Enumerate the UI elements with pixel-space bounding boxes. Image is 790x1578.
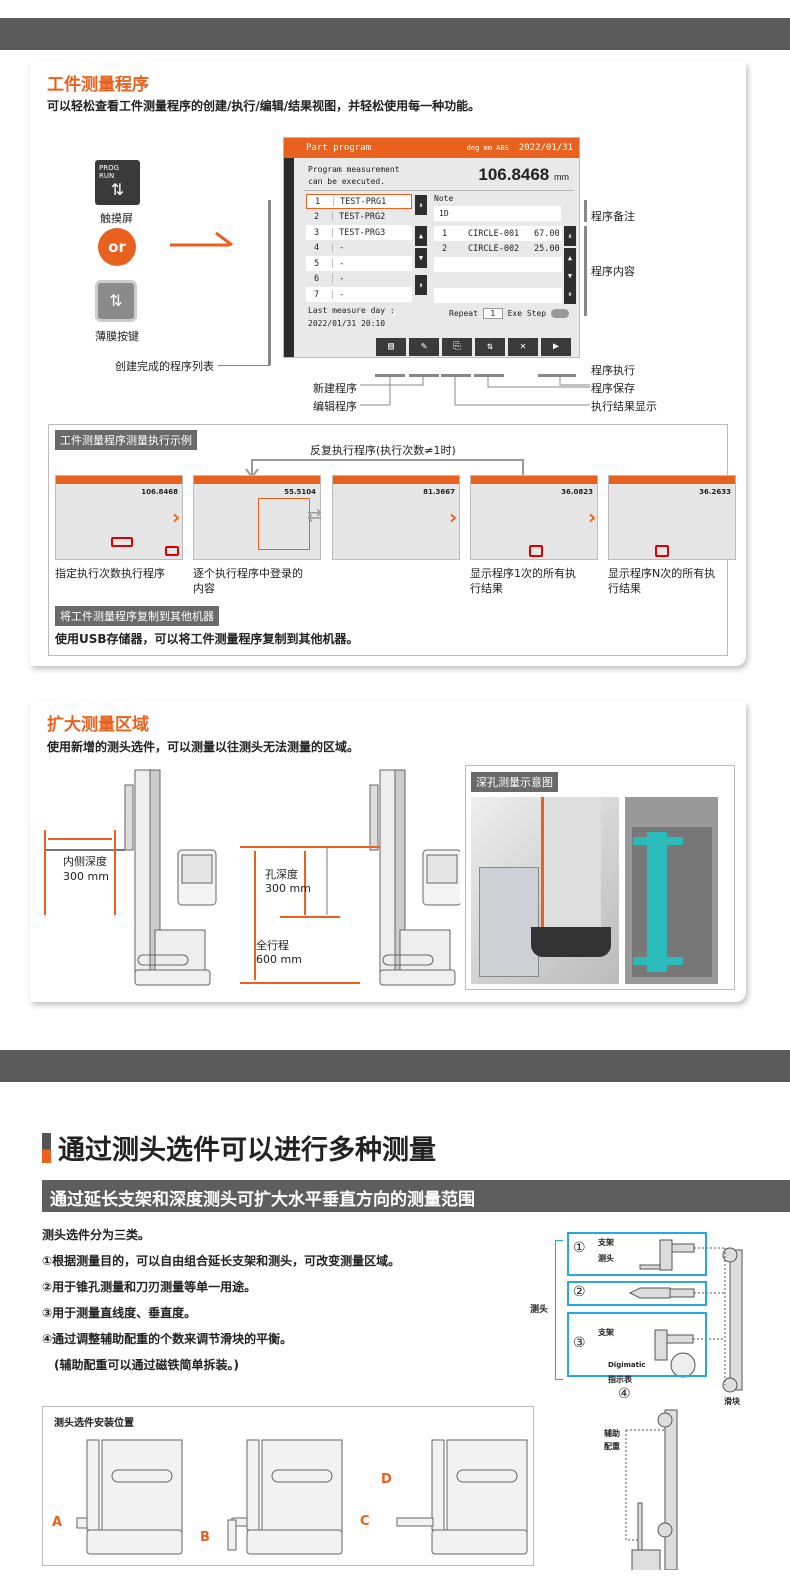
option-1-box bbox=[567, 1232, 707, 1276]
inner-depth-label: 内侧深度 bbox=[63, 855, 107, 868]
section-subtitle: 可以轻松查看工件测量程序的创建/执行/编辑/结果视图，并轻松使用每一种功能。 bbox=[47, 99, 481, 113]
copy-label: 将工件测量程序复制到其他机器 bbox=[55, 606, 219, 626]
screen-date: 2022/01/31 bbox=[518, 143, 573, 153]
thumb-result-n: 36.2633 bbox=[608, 475, 736, 560]
section2-subtitle: 使用新增的测头选件，可以测量以往测头无法测量的区域。 bbox=[47, 740, 360, 754]
hole-depth-value: 300 mm bbox=[265, 882, 311, 895]
membrane-label: 薄膜按键 bbox=[95, 330, 139, 343]
new-program-button[interactable]: ▤ bbox=[376, 338, 406, 356]
caption-1: 指定执行次数执行程序 bbox=[55, 567, 165, 580]
program-row[interactable]: 4|- bbox=[314, 243, 345, 253]
slider-label: 滑块 bbox=[724, 1396, 740, 1407]
option-2-box bbox=[567, 1281, 707, 1306]
deep-hole-box bbox=[465, 765, 735, 990]
screen-title: Part program bbox=[306, 143, 372, 153]
top-bar bbox=[0, 18, 790, 50]
full-travel-value: 600 mm bbox=[256, 953, 302, 966]
save-program-button[interactable]: ⇅ bbox=[475, 338, 505, 356]
loop-label: 反复执行程序(执行次数≠1时) bbox=[310, 444, 456, 457]
last-measure-value: 2022/01/31 20:10 bbox=[308, 319, 386, 328]
annotation-run: 程序执行 bbox=[591, 364, 635, 377]
arrow-icon bbox=[170, 231, 233, 247]
annotation-new: 新建程序 bbox=[313, 382, 357, 395]
full-travel-label: 全行程 bbox=[256, 939, 289, 952]
program-row[interactable]: 7|- bbox=[306, 287, 412, 302]
annotation-note: 程序备注 bbox=[591, 210, 635, 223]
step-row[interactable] bbox=[434, 257, 562, 272]
install-title: 测头选件安装位置 bbox=[54, 1418, 134, 1429]
section-title: 工件测量程序 bbox=[47, 75, 149, 95]
note-label: Note bbox=[434, 194, 454, 203]
install-drawing bbox=[76, 1439, 528, 1555]
section3-banner: 通过延长支架和深度测头可扩大水平垂直方向的测量范围 bbox=[42, 1180, 790, 1212]
heading-marker bbox=[42, 1133, 51, 1163]
deep-hole-photo bbox=[471, 797, 619, 984]
thumb-result-1: 36.0823 bbox=[470, 475, 598, 560]
result-button[interactable]: ⎘ bbox=[442, 338, 472, 356]
option-3-box bbox=[567, 1312, 707, 1377]
last-measure-label: Last measure day : bbox=[308, 306, 395, 315]
example-label: 工件测量程序测量执行示例 bbox=[55, 430, 197, 450]
section2-title: 扩大测量区域 bbox=[47, 715, 149, 735]
hole-depth-label: 孔深度 bbox=[265, 868, 298, 881]
close-button[interactable]: ✕ bbox=[508, 338, 538, 356]
edit-program-button[interactable]: ✎ bbox=[409, 338, 439, 356]
exe-step-toggle[interactable] bbox=[550, 309, 569, 318]
annotation-content: 程序内容 bbox=[591, 265, 635, 278]
position-a: A bbox=[52, 1515, 63, 1530]
position-d: D bbox=[381, 1472, 392, 1487]
measured-value: 106.8468 mm bbox=[478, 165, 569, 184]
probe-label: 测头 bbox=[530, 1305, 549, 1315]
step-row[interactable] bbox=[434, 288, 562, 303]
touch-label: 触摸屏 bbox=[100, 212, 133, 225]
or-badge: or bbox=[98, 228, 136, 266]
caption-4: 显示程序N次的所有执行结果 bbox=[608, 567, 716, 595]
annotation-list: 创建完成的程序列表 bbox=[115, 360, 214, 373]
caption-3: 显示程序1次的所有执行结果 bbox=[470, 567, 576, 595]
caption-2: 逐个执行程序中登录的内容 bbox=[193, 567, 303, 595]
screen-message: Program measurement can be executed. bbox=[308, 165, 400, 186]
annotation-save: 程序保存 bbox=[591, 382, 635, 395]
position-c: C bbox=[360, 1514, 370, 1529]
inner-depth-value: 300 mm bbox=[63, 870, 109, 883]
run-button[interactable]: ▶ bbox=[541, 338, 571, 356]
height-gauge-diagram bbox=[44, 769, 460, 986]
section3-heading: 通过测头选件可以进行多种测量 bbox=[58, 1135, 436, 1166]
membrane-key-icon: ⇅ bbox=[95, 280, 137, 322]
probe-parts-drawing bbox=[625, 1239, 743, 1570]
deep-hole-section bbox=[625, 797, 718, 984]
repeat-input[interactable]: 1 bbox=[482, 308, 503, 319]
install-positions-box bbox=[42, 1406, 534, 1566]
copy-text: 使用USB存储器，可以将工件测量程序复制到其他机器。 bbox=[55, 632, 359, 646]
thumb-measure: 81.3667 bbox=[332, 475, 460, 560]
program-row[interactable]: 6|- bbox=[314, 274, 345, 284]
thumb-program-list: 106.8468 bbox=[55, 475, 183, 560]
position-b: B bbox=[200, 1530, 210, 1545]
annotation-lines bbox=[360, 377, 590, 406]
deep-hole-label: 深孔测量示意图 bbox=[471, 772, 558, 792]
program-row[interactable]: 2|TEST-PRG2 bbox=[314, 212, 386, 222]
thumb-steps: 55.5104 bbox=[193, 475, 321, 560]
program-row[interactable]: 3|TEST-PRG3 bbox=[306, 225, 412, 240]
program-row[interactable]: 1|TEST-PRG1 bbox=[306, 194, 412, 209]
annotation-edit: 编辑程序 bbox=[313, 400, 357, 413]
probe-option-list: 测头选件分为三类。 ①根据测量目的，可以自由组合延长支架和测头，可改变测量区域。… bbox=[42, 1228, 401, 1372]
program-row[interactable]: 5|- bbox=[306, 256, 412, 271]
touch-icon: PROG RUN⇅ bbox=[95, 160, 140, 205]
step-row[interactable] bbox=[434, 273, 562, 288]
section-divider-bar bbox=[0, 1050, 790, 1082]
note-field[interactable]: 1D bbox=[434, 206, 561, 221]
annotation-result: 执行结果显示 bbox=[591, 400, 657, 413]
